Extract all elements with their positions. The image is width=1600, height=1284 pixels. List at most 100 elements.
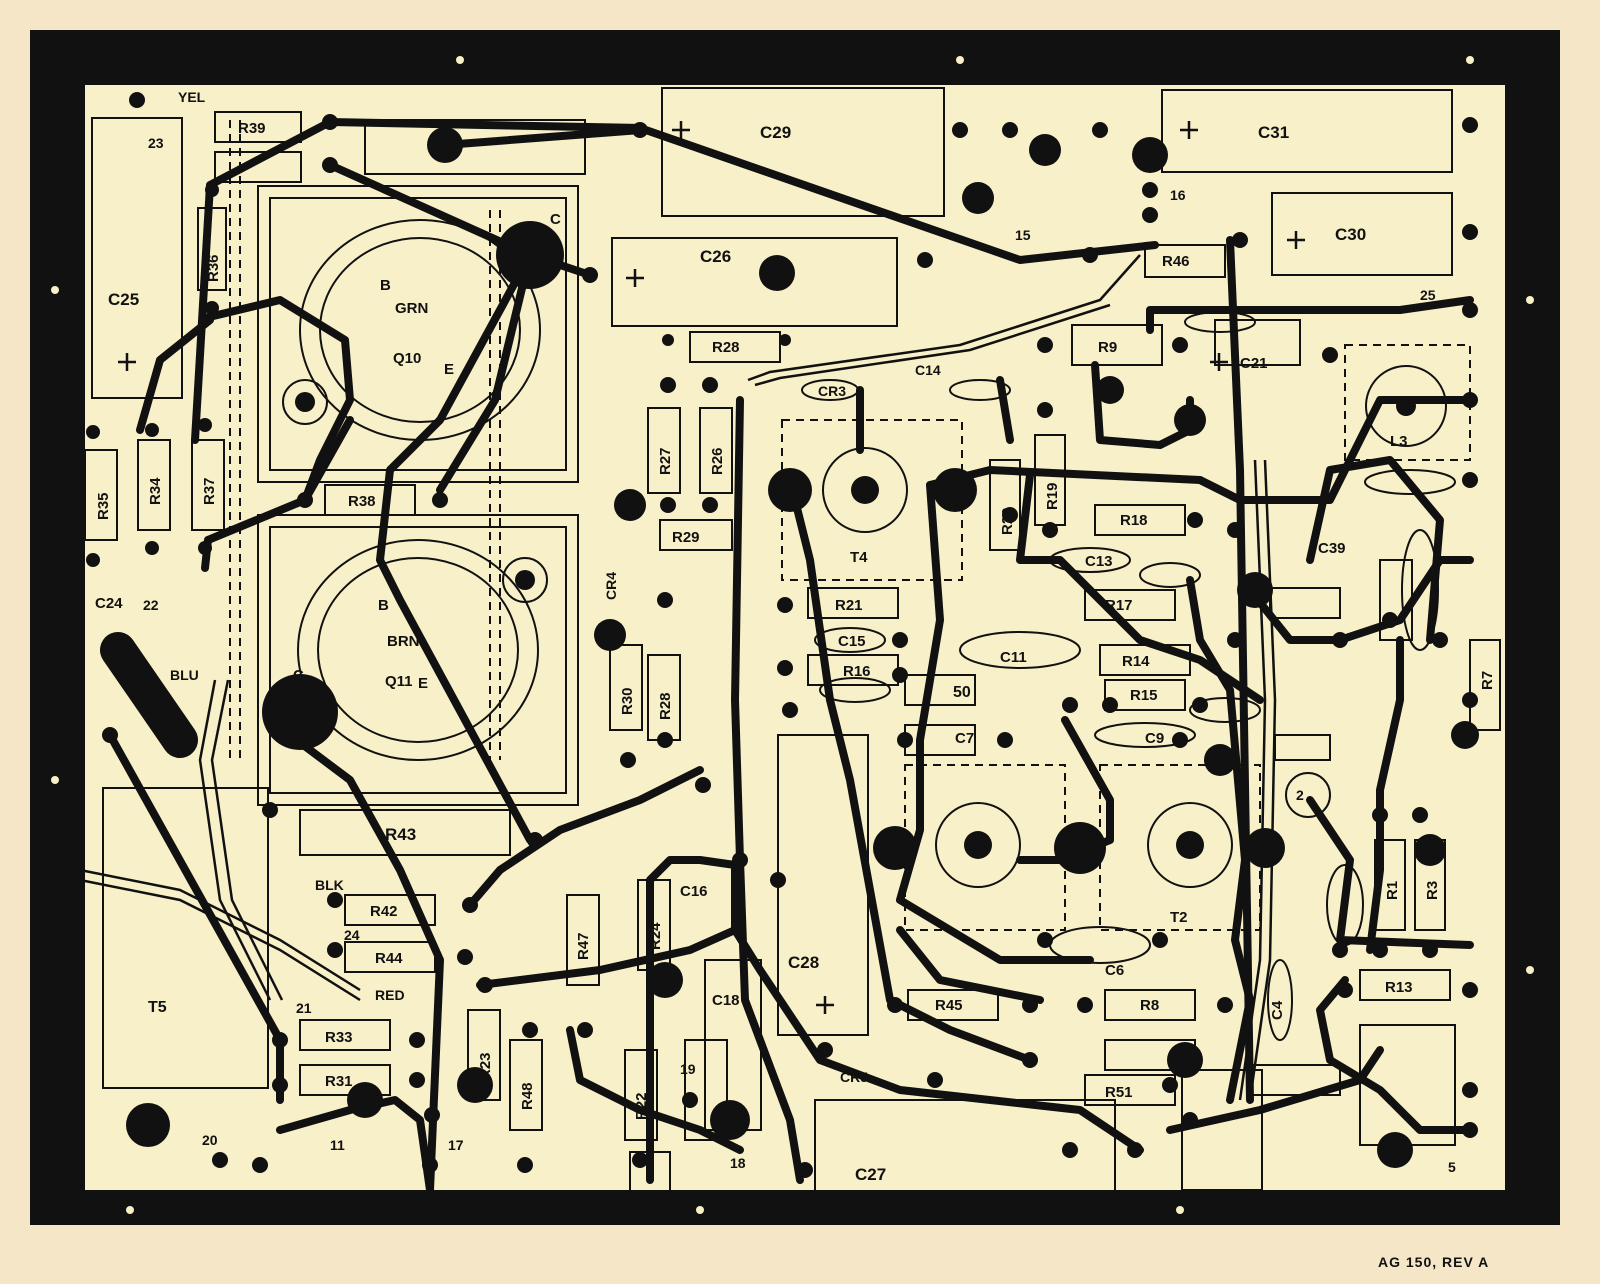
label-r7: R7 <box>1479 671 1496 690</box>
node-11-label: 11 <box>330 1137 345 1153</box>
label-r48: R48 <box>519 1082 536 1110</box>
label-c7: C7 <box>955 730 974 747</box>
label-c26: C26 <box>700 247 731 266</box>
q11-heatsink-inner <box>269 526 567 794</box>
label-c25: C25 <box>108 290 139 309</box>
q10-emitter-label: E <box>444 361 454 378</box>
label-r27: R27 <box>657 447 674 475</box>
label-r21: R21 <box>835 597 863 614</box>
transistor-centers <box>295 392 1416 859</box>
label-r19: R19 <box>1044 482 1061 510</box>
label-c11: C11 <box>1000 649 1027 666</box>
node-17-label: 17 <box>448 1137 464 1153</box>
q10-collector-label: C <box>550 211 561 228</box>
wire-yel-label: YEL <box>178 89 206 105</box>
node-5-label: 5 <box>1448 1159 1456 1175</box>
label-r50: 50 <box>953 684 971 701</box>
node-21-label: 21 <box>296 1000 312 1016</box>
label-t2: T2 <box>1170 909 1188 926</box>
label-c14: C14 <box>915 362 941 378</box>
q10-heatsink-inner <box>269 197 567 471</box>
label-r38: R38 <box>348 493 376 510</box>
node-20-label: 20 <box>202 1132 218 1148</box>
label-r13: R13 <box>1385 979 1413 996</box>
label-r45: R45 <box>935 997 963 1014</box>
label-l3: L3 <box>1390 433 1408 450</box>
label-t4: T4 <box>850 549 868 566</box>
node-23-label: 23 <box>148 135 164 151</box>
label-r39: R39 <box>238 120 266 137</box>
label-r16: R16 <box>843 663 871 680</box>
label-r3: R3 <box>1424 881 1441 900</box>
label-r34: R34 <box>147 477 164 505</box>
label-c9: C9 <box>1145 730 1164 747</box>
label-r8: R8 <box>1140 997 1159 1014</box>
label-q10: Q10 <box>393 350 421 367</box>
label-r29: R29 <box>672 529 700 546</box>
node-22-label: 22 <box>143 597 159 613</box>
transistor-cases <box>282 219 1447 888</box>
label-r23: R23 <box>477 1052 494 1080</box>
label-c4: C4 <box>1269 1000 1286 1020</box>
label-r26: R26 <box>709 447 726 475</box>
label-r28a: R28 <box>712 339 740 356</box>
label-r1: R1 <box>1384 881 1401 900</box>
pin-and-node-labels: YEL GRN BRN BLU BLK RED B E C B E C 23 2… <box>143 89 1456 1175</box>
label-c13: C13 <box>1085 553 1113 570</box>
label-r30: R30 <box>619 687 636 715</box>
frame-mounting-dots <box>51 56 1534 1214</box>
label-c39: C39 <box>1318 540 1346 557</box>
node-18-label: 18 <box>730 1155 746 1171</box>
small-cap-ovals <box>801 311 1456 1041</box>
label-r51: R51 <box>1105 1084 1133 1101</box>
c29-outline <box>661 87 945 217</box>
label-c24: C24 <box>95 595 123 612</box>
label-r36: R36 <box>205 254 222 282</box>
label-r18: R18 <box>1120 512 1148 529</box>
q11-emitter-label: E <box>418 675 428 692</box>
small-pads <box>86 92 1478 1178</box>
solder-pads <box>126 127 1479 1168</box>
node-25-label: 25 <box>1420 287 1436 303</box>
thick-ground-lead <box>100 632 198 758</box>
node-16-label: 16 <box>1170 187 1186 203</box>
wire-red-label: RED <box>375 987 405 1003</box>
wire-blk-label: BLK <box>315 877 344 893</box>
component-labels: C25 C29 C31 C30 C26 C27 C28 C18 C24 C39 … <box>95 120 1496 1184</box>
label-r35: R35 <box>95 492 112 520</box>
label-r9: R9 <box>1098 339 1117 356</box>
label-r22: R22 <box>633 1092 650 1120</box>
node-2-label: 2 <box>1296 787 1304 803</box>
wire-brn-label: BRN <box>387 633 420 650</box>
label-cr5: CR5 <box>840 1069 868 1085</box>
label-r28b: R28 <box>657 692 674 720</box>
label-r47: R47 <box>575 932 592 960</box>
polarity-plus-marks <box>118 121 1305 1014</box>
label-c27: C27 <box>855 1165 886 1184</box>
label-r44: R44 <box>375 950 403 967</box>
q10-base-label: B <box>380 277 391 294</box>
label-r43: R43 <box>385 825 416 844</box>
label-c15: C15 <box>838 633 866 650</box>
wire-blu-label: BLU <box>170 667 199 683</box>
label-r24: R24 <box>647 922 664 950</box>
q11-heatsink <box>257 514 579 806</box>
wire-grn-label: GRN <box>395 300 428 317</box>
label-c30: C30 <box>1335 225 1366 244</box>
q11-collector-label: C <box>293 667 304 684</box>
node-15-label: 15 <box>1015 227 1031 243</box>
label-c31: C31 <box>1258 123 1289 142</box>
label-r33: R33 <box>325 1029 353 1046</box>
t5-outline <box>102 787 269 1089</box>
label-r37: R37 <box>201 477 218 505</box>
label-c28: C28 <box>788 953 819 972</box>
label-r46: R46 <box>1162 253 1190 270</box>
label-r15: R15 <box>1130 687 1158 704</box>
label-cr4: CR4 <box>603 572 619 600</box>
label-c21: C21 <box>1240 355 1268 372</box>
c31-outline <box>1161 89 1453 173</box>
label-q11: Q11 <box>385 673 413 690</box>
label-r17: R17 <box>1105 597 1133 614</box>
